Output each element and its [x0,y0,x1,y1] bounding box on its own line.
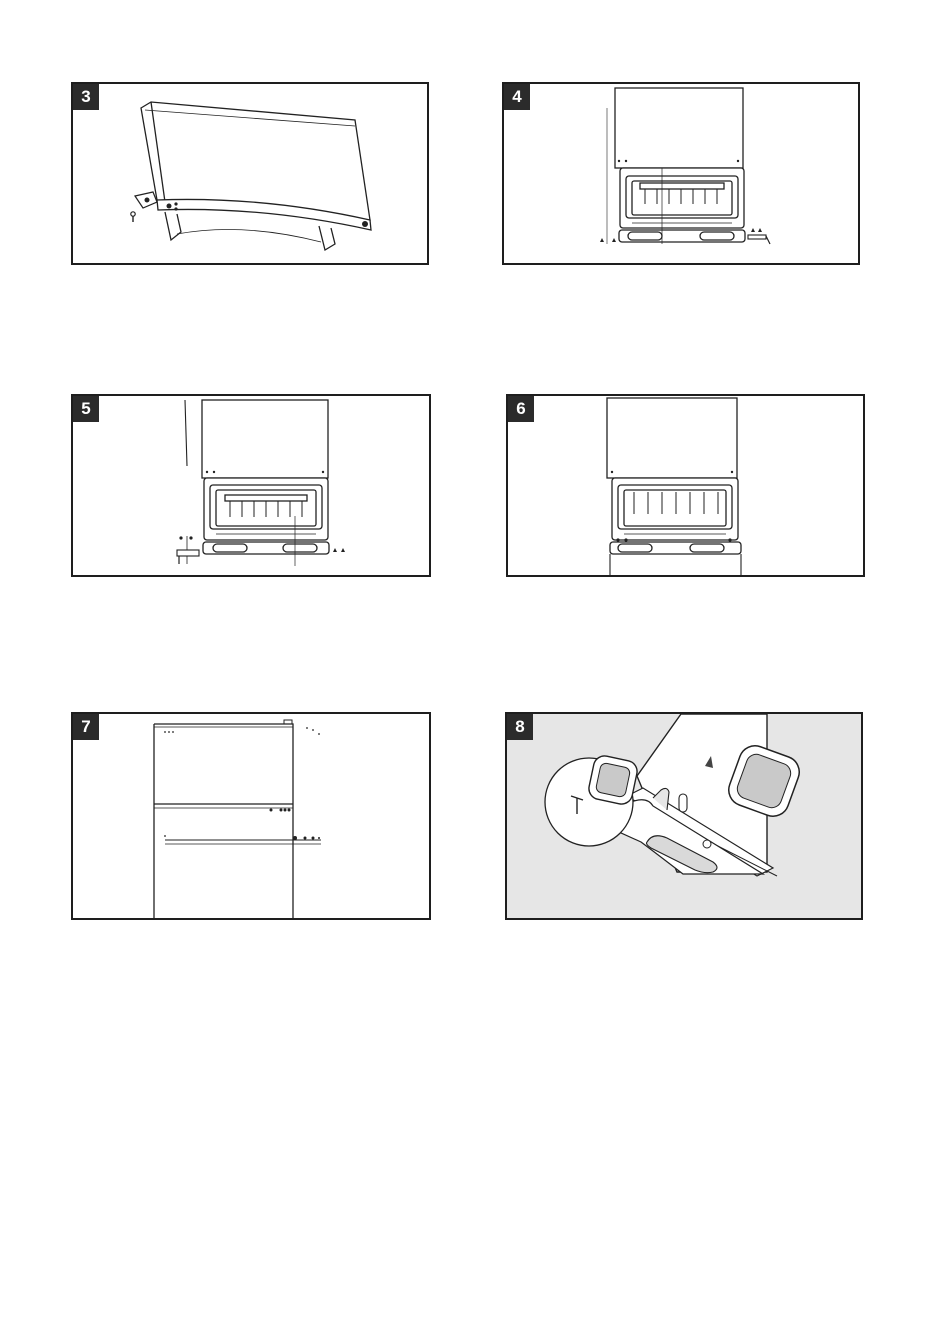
step-3-panel: 3 [71,82,429,265]
step-8-panel: 8 [505,712,863,920]
hinge-part [748,235,766,239]
step-number: 5 [73,396,99,422]
fridge-front-hinge-illustration [504,84,860,265]
step-number: 6 [508,396,534,422]
hinge-relocation-illustration [73,396,431,577]
step-number: 3 [73,84,99,110]
hinge-part [177,550,199,556]
hinge-installed-illustration [508,396,865,577]
step-number: 7 [73,714,99,740]
step-5-panel: 5 [71,394,431,577]
step-6-panel: 6 [506,394,865,577]
step-7-panel: 7 [71,712,431,920]
step-number: 8 [507,714,533,740]
hinge-part [135,192,157,208]
door-hinge-removal-illustration [73,84,429,265]
hinge-pin-detail-illustration [507,714,863,920]
step-number: 4 [504,84,530,110]
doors-reattached-illustration [73,714,431,920]
stopper-detail-part [587,754,639,806]
step-4-panel: 4 [502,82,860,265]
